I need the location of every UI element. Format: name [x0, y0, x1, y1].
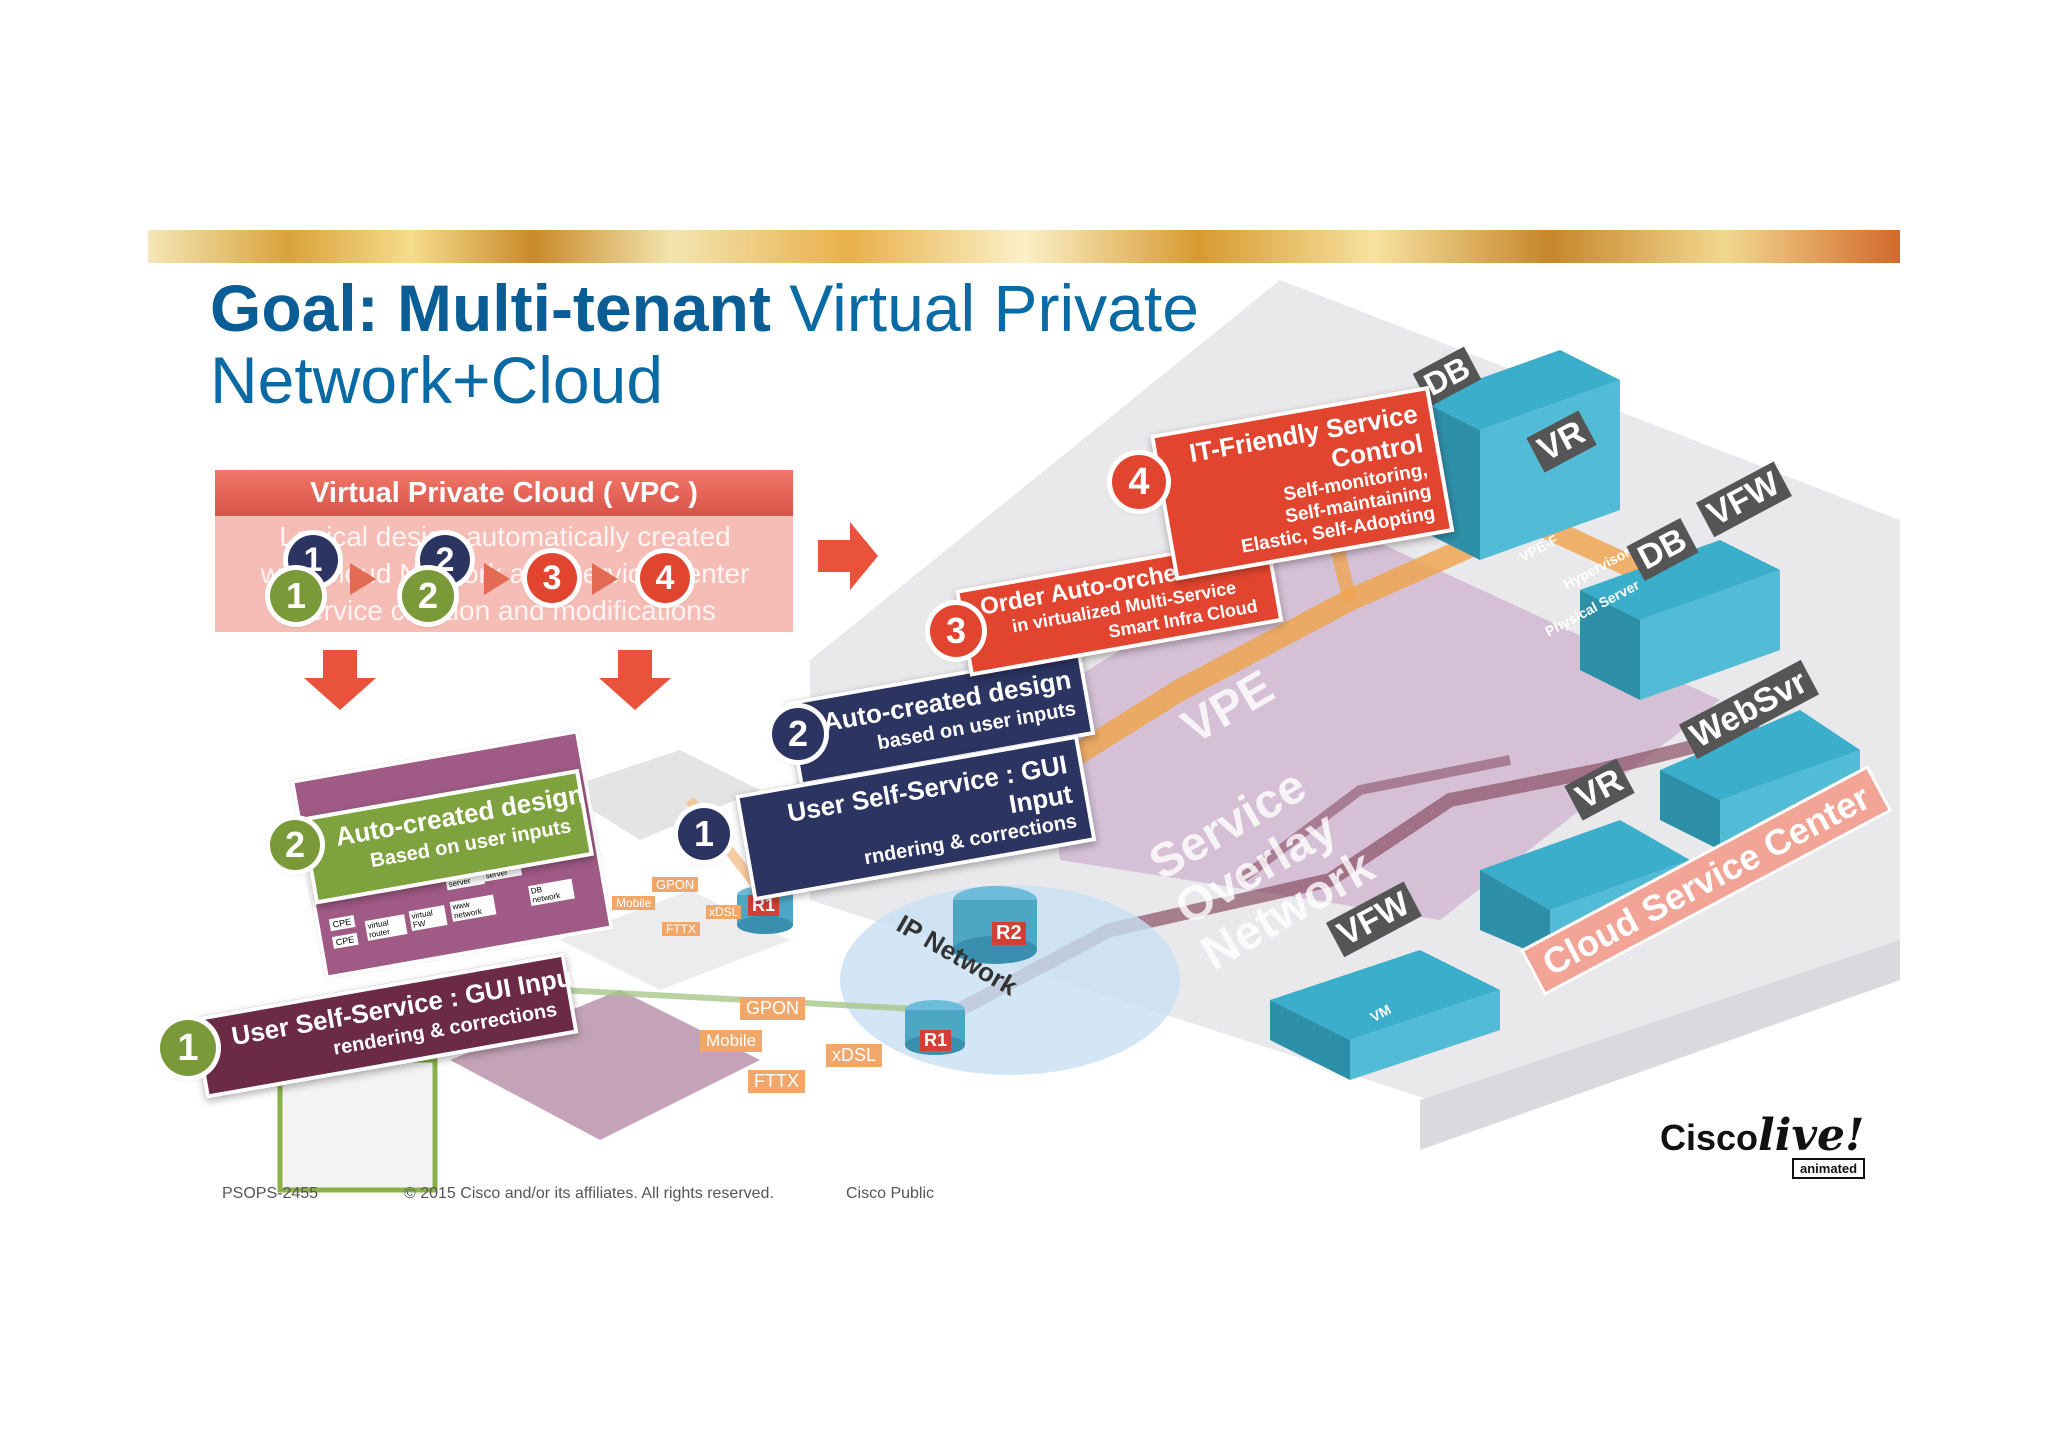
- access-xdsl-2: xDSL: [826, 1044, 883, 1067]
- order-num: 3: [930, 605, 982, 657]
- tenant-site-1: [560, 750, 760, 840]
- vpc-header: Virtual Private Cloud ( VPC ): [215, 470, 793, 516]
- access-gpon-1: GPON: [652, 877, 699, 892]
- vpc-step-2: 2: [402, 570, 454, 622]
- title-line2: Network+Cloud: [210, 343, 664, 417]
- copyright-text: © 2015 Cisco and/or its affiliates. All …: [404, 1185, 774, 1202]
- left-auto-design-num: 2: [270, 820, 320, 870]
- it-num: 4: [1112, 455, 1166, 509]
- center-gui-num: 1: [678, 808, 730, 860]
- center-auto-design-num: 2: [772, 708, 824, 760]
- live-logo-text: live!: [1758, 1110, 1865, 1161]
- header-banner: [148, 230, 1900, 263]
- tenant-site-2: [450, 990, 760, 1140]
- slide-title: Goal: Multi-tenant Virtual Private Netwo…: [210, 272, 1310, 416]
- session-code: PSOPS-2455: [222, 1185, 319, 1202]
- access-fttx-1: FTTX: [662, 922, 700, 936]
- access-xdsl-1: xDSL: [706, 905, 742, 919]
- classification-label: Cisco Public: [846, 1185, 935, 1202]
- mini-box-db-network: DB network: [528, 878, 575, 906]
- vpc-body-line3: service creation and modifications: [294, 595, 716, 626]
- mini-box-cpe-1: CPE: [328, 915, 356, 932]
- step-arrow-2: [484, 563, 510, 595]
- flow-arrow-down-1: [304, 650, 376, 710]
- mini-box-vfw: virtual FW: [408, 905, 448, 932]
- vpc-step-3: 3: [527, 553, 577, 603]
- left-gui-num: 1: [160, 1020, 216, 1076]
- platform-side: [1420, 940, 1900, 1150]
- server-stack-right-top: [1580, 540, 1780, 700]
- title-bold: Goal: Multi-tenant: [210, 271, 771, 345]
- access-mobile-2: Mobile: [700, 1030, 763, 1052]
- access-fttx-2: FTTX: [748, 1070, 805, 1093]
- flow-arrow-right: [818, 522, 878, 590]
- title-rest: Virtual Private: [789, 271, 1199, 345]
- router-r1-label: R1: [920, 1030, 952, 1051]
- server-stack-bottom: [1270, 950, 1500, 1080]
- vpc-step-1: 1: [270, 570, 322, 622]
- mini-box-cpe-2: CPE: [331, 932, 359, 949]
- maroon-path-2: [1237, 755, 1511, 884]
- vpc-step-4: 4: [640, 553, 690, 603]
- access-gpon-2: GPON: [740, 997, 806, 1020]
- vpc-body-line1: Logical design automatically created: [279, 521, 731, 552]
- router-r2-label: R2: [992, 922, 1026, 945]
- step-arrow-1: [350, 563, 376, 595]
- cisco-logo-text: Cisco: [1660, 1117, 1759, 1158]
- mini-box-vrouter: virtual router: [364, 914, 408, 941]
- cisco-logo: Ciscolive!: [1660, 1110, 1864, 1161]
- mini-box-www-network: www network: [449, 894, 497, 922]
- access-mobile-1: Mobile: [612, 896, 656, 910]
- step-arrow-3: [592, 563, 618, 595]
- flow-arrow-down-2: [599, 650, 671, 710]
- animated-badge: animated: [1792, 1158, 1866, 1179]
- vpc-body: Logical design automatically created wit…: [225, 518, 785, 629]
